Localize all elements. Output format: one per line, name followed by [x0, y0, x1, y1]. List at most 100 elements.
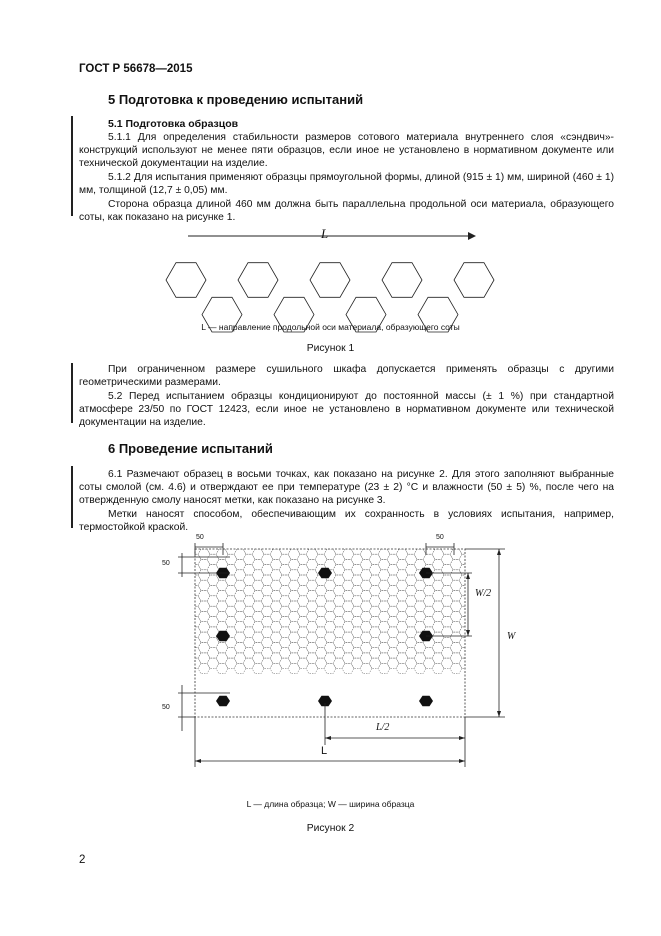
honeycomb-cell — [377, 663, 391, 674]
label-l: L — [321, 745, 328, 757]
honeycomb-cell — [449, 621, 463, 633]
honeycomb-cell — [377, 549, 391, 560]
honeycomb-cell — [314, 605, 328, 617]
honeycomb-cell — [215, 549, 229, 560]
honeycomb-cell — [377, 569, 391, 581]
honeycomb-cell — [269, 600, 283, 612]
honeycomb-cell — [477, 658, 489, 668]
honeycomb-cell — [260, 647, 274, 659]
honeycomb-cell — [350, 637, 364, 648]
honeycomb-cell — [332, 585, 346, 597]
honeycomb-cell — [269, 611, 283, 622]
honeycomb-cell — [323, 579, 337, 591]
honeycomb-cell — [287, 631, 301, 643]
honeycomb-cell — [260, 605, 274, 617]
honeycomb-cell — [440, 647, 454, 659]
honeycomb-cell — [413, 600, 427, 612]
honeycomb-cell — [287, 663, 301, 674]
honeycomb-cell — [332, 564, 346, 576]
honeycomb-cell — [513, 596, 525, 606]
honeycomb-cell — [242, 616, 256, 628]
figure-2-legend: L — длина образца; W — ширина образца — [246, 799, 415, 809]
honeycomb-cell — [477, 565, 489, 575]
honeycomb-cell — [431, 549, 445, 560]
honeycomb-cell — [242, 564, 256, 576]
honeycomb-cell — [377, 590, 391, 602]
section-6-title: 6 Проведение испытаний — [108, 441, 273, 456]
honeycomb-cell — [251, 549, 265, 560]
figure-1-caption: Рисунок 1 — [306, 343, 355, 354]
honeycomb-cell — [332, 647, 346, 659]
honeycomb-cell — [269, 652, 283, 664]
honeycomb-cell — [359, 642, 373, 654]
honeycomb-cell — [305, 559, 319, 571]
honeycomb-cell — [495, 637, 507, 647]
honeycomb-cell — [269, 579, 283, 591]
honeycomb-cell — [341, 559, 355, 571]
honeycomb-cell — [305, 590, 319, 602]
honeycomb-cell — [486, 632, 498, 642]
honeycomb-cell — [477, 648, 489, 658]
honeycomb-cell — [468, 601, 480, 611]
honeycomb-cell — [273, 296, 315, 333]
honeycomb-cell — [522, 653, 530, 663]
honeycomb-cell — [350, 553, 364, 565]
honeycomb-cell — [395, 549, 409, 560]
honeycomb-cell — [413, 663, 427, 674]
honeycomb-cell — [449, 642, 463, 654]
honeycomb-cell — [341, 549, 355, 560]
honeycomb-cell — [413, 579, 427, 591]
honeycomb-cell — [341, 652, 355, 664]
honeycomb-cell — [341, 631, 355, 643]
honeycomb-cell — [431, 631, 445, 643]
honeycomb-cell — [201, 296, 243, 333]
honeycomb-cell — [260, 595, 274, 607]
honeycomb-cell — [359, 559, 373, 571]
honeycomb-cell — [377, 621, 391, 633]
honeycomb-cell — [278, 616, 292, 628]
honeycomb-cell — [422, 647, 436, 659]
honeycomb-cell — [522, 611, 530, 621]
honeycomb-cell — [332, 595, 346, 607]
honeycomb-cell — [251, 652, 265, 664]
honeycomb-cell — [287, 600, 301, 612]
honeycomb-cell — [332, 605, 346, 617]
honeycomb-cell — [449, 652, 463, 664]
honeycomb-cell — [242, 553, 256, 565]
subsection-5-1-title: 5.1 Подготовка образцов — [108, 118, 239, 130]
honeycomb-cell — [449, 559, 463, 571]
honeycomb-cell — [377, 642, 391, 654]
honeycomb-cell — [233, 600, 247, 612]
honeycomb-cell — [197, 579, 211, 591]
honeycomb-cell — [449, 569, 463, 581]
honeycomb-cell — [458, 605, 465, 617]
honeycomb-cell — [296, 657, 310, 669]
honeycomb-cell — [504, 653, 516, 663]
honeycomb-cell — [350, 605, 364, 617]
honeycomb-cell — [395, 652, 409, 664]
honeycomb-cell — [495, 596, 507, 606]
honeycomb-cell — [458, 616, 465, 628]
honeycomb-cell — [332, 626, 346, 638]
honeycomb-cell — [504, 580, 516, 590]
honeycomb-cell — [468, 653, 480, 663]
honeycomb-cell — [206, 637, 220, 648]
honeycomb-cell — [522, 549, 530, 559]
change-bar — [71, 116, 73, 216]
label-l-half: L/2 — [376, 722, 390, 733]
honeycomb-cell — [305, 621, 319, 633]
honeycomb-cell — [413, 611, 427, 622]
honeycomb-cell — [413, 642, 427, 654]
honeycomb-cell — [197, 590, 211, 602]
honeycomb-cell — [278, 553, 292, 565]
dim-50-left-bottom: 50 — [162, 704, 170, 711]
honeycomb-cell — [504, 663, 516, 673]
honeycomb-cell — [486, 559, 498, 569]
honeycomb-cell — [495, 658, 507, 668]
honeycomb-cell — [314, 585, 328, 597]
honeycomb-cell — [468, 643, 480, 653]
honeycomb-cell — [269, 590, 283, 602]
honeycomb-cell — [350, 585, 364, 597]
honeycomb-cell — [309, 262, 351, 298]
honeycomb-cell — [233, 631, 247, 643]
